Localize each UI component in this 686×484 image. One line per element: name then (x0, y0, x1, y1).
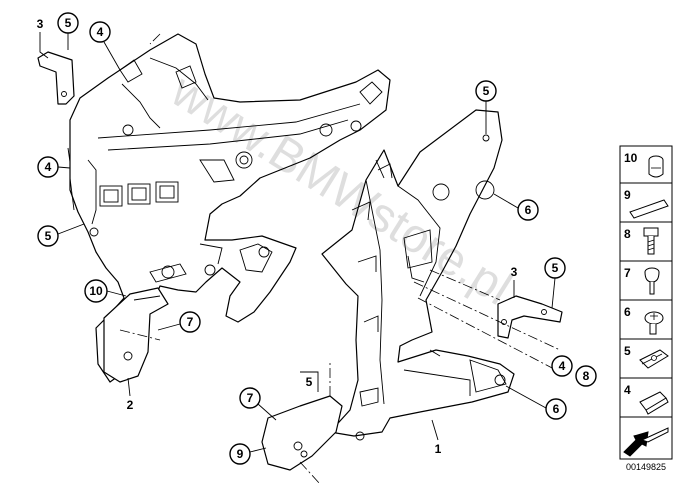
legend-item-4: 4 (619, 377, 673, 421)
lower-left-bracket (103, 287, 169, 383)
screw-icon (644, 311, 664, 335)
diagram-id: 00149825 (626, 462, 666, 472)
svg-text:5: 5 (624, 344, 631, 358)
small-bracket-left (37, 51, 75, 105)
callout-4-left: 4 (37, 156, 71, 178)
callout-3-left: 3 (37, 17, 49, 59)
callout-9-bottom: 9 (229, 443, 267, 465)
svg-text:9: 9 (624, 188, 631, 202)
svg-text:8: 8 (624, 227, 631, 241)
svg-text:7: 7 (187, 315, 194, 329)
grommet-icon (648, 155, 664, 178)
legend-item-6: 6 (619, 299, 673, 343)
callout-6-right: 6 (493, 193, 539, 221)
pad-icon (629, 199, 669, 219)
assembly-lines (119, 33, 561, 484)
svg-text:4: 4 (559, 359, 566, 373)
svg-text:2: 2 (127, 398, 134, 412)
callout-7-left: 7 (157, 311, 201, 333)
svg-text:7: 7 (247, 391, 254, 405)
svg-text:5: 5 (483, 84, 490, 98)
svg-text:5: 5 (306, 375, 313, 389)
svg-text:5: 5 (65, 16, 72, 30)
svg-text:4: 4 (624, 383, 631, 397)
callout-5-topright: 5 (475, 80, 497, 134)
legend-item-10: 10 (619, 145, 673, 189)
callout-1: 1 (431, 419, 442, 456)
svg-text:1: 1 (435, 442, 442, 456)
callout-4-topleft: 4 (89, 21, 121, 71)
small-bracket-right (497, 295, 563, 339)
legend-item-7: 7 (619, 260, 673, 304)
svg-text:8: 8 (583, 369, 590, 383)
legend-item-9: 9 (619, 182, 673, 226)
legend-item-8: 8 (619, 221, 673, 265)
svg-text:7: 7 (624, 266, 631, 280)
clip-icon (639, 391, 669, 415)
callout-3-right: 3 (511, 265, 518, 298)
svg-text:6: 6 (553, 402, 560, 416)
svg-text:6: 6 (624, 305, 631, 319)
callout-8-right: 8 (575, 365, 597, 387)
legend-item-5: 5 (619, 338, 673, 382)
clip-nut-icon (639, 349, 669, 369)
callout-10-left: 10 (84, 279, 127, 303)
svg-text:9: 9 (237, 447, 244, 461)
callout-5-topleft: 5 (57, 12, 79, 50)
callout-2: 2 (127, 377, 134, 412)
callout-5-bottom: 5 (300, 371, 319, 392)
callout-7-bottom: 7 (239, 387, 277, 421)
legend-panel: 10 9 8 7 (619, 145, 673, 472)
svg-text:10: 10 (89, 284, 103, 298)
svg-text:10: 10 (624, 151, 638, 165)
svg-text:3: 3 (37, 17, 44, 31)
svg-text:5: 5 (552, 261, 559, 275)
callout-5-right: 5 (544, 257, 566, 309)
callout-5-left: 5 (37, 223, 85, 247)
svg-text:3: 3 (511, 265, 518, 279)
svg-text:6: 6 (525, 203, 532, 217)
rivet-icon (644, 267, 660, 295)
svg-text:4: 4 (97, 25, 104, 39)
legend-arrow-box (619, 416, 673, 460)
bottom-plate-part (261, 395, 343, 471)
callout-4-right: 4 (551, 355, 573, 377)
svg-text:5: 5 (45, 229, 52, 243)
svg-text:4: 4 (45, 160, 52, 174)
bolt-icon (643, 227, 659, 255)
callout-6-lowerright: 6 (505, 385, 567, 420)
direction-arrow-icon (623, 427, 669, 457)
